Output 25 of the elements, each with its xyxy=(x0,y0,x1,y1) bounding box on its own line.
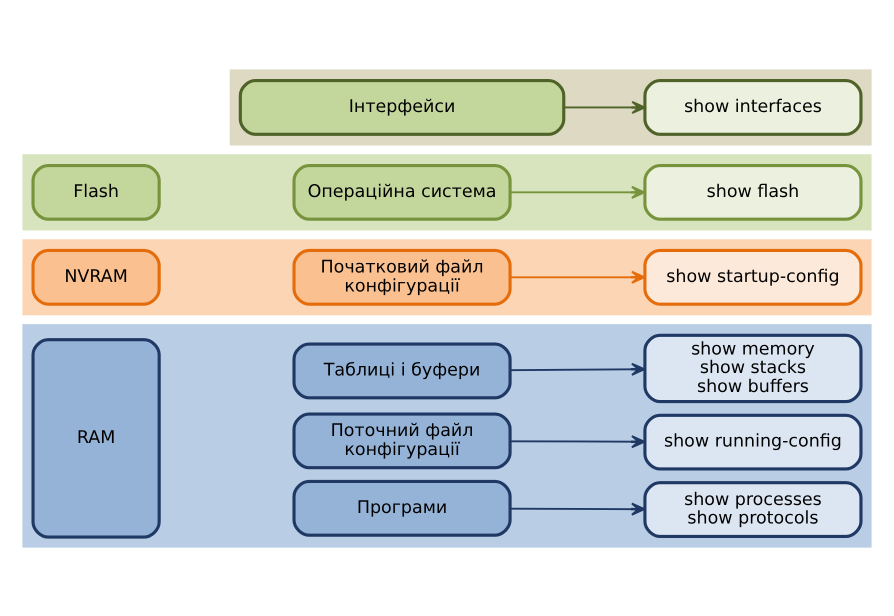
node-box: show interfaces xyxy=(643,78,863,136)
arrow xyxy=(564,100,646,114)
cluster xyxy=(230,68,872,146)
cluster xyxy=(22,154,872,230)
node-box: show flash xyxy=(643,163,863,220)
node-box: show processes show protocols xyxy=(643,480,863,538)
node-box: show running-config xyxy=(643,413,863,470)
node-box: Таблиці і буфери xyxy=(292,342,512,399)
node-box: Поточний файл конфігурації xyxy=(292,412,512,469)
node-box: Flash xyxy=(31,163,161,220)
arrow xyxy=(510,185,646,198)
arrow xyxy=(510,270,646,284)
node-box: show memory show stacks show buffers xyxy=(643,333,863,403)
cluster xyxy=(22,324,872,548)
node-box: show startup-config xyxy=(643,248,863,306)
node-box: NVRAM xyxy=(31,248,161,306)
arrow xyxy=(510,434,646,448)
node-box: Інтерфейси xyxy=(238,78,566,136)
cluster xyxy=(22,238,872,315)
node-box: Операційна система xyxy=(292,163,512,220)
node-box: RAM xyxy=(31,338,161,538)
arrow xyxy=(510,502,646,516)
arrow xyxy=(510,362,646,376)
node-box: Початковий файл конфігурації xyxy=(292,248,512,306)
node-box: Програми xyxy=(292,479,512,536)
